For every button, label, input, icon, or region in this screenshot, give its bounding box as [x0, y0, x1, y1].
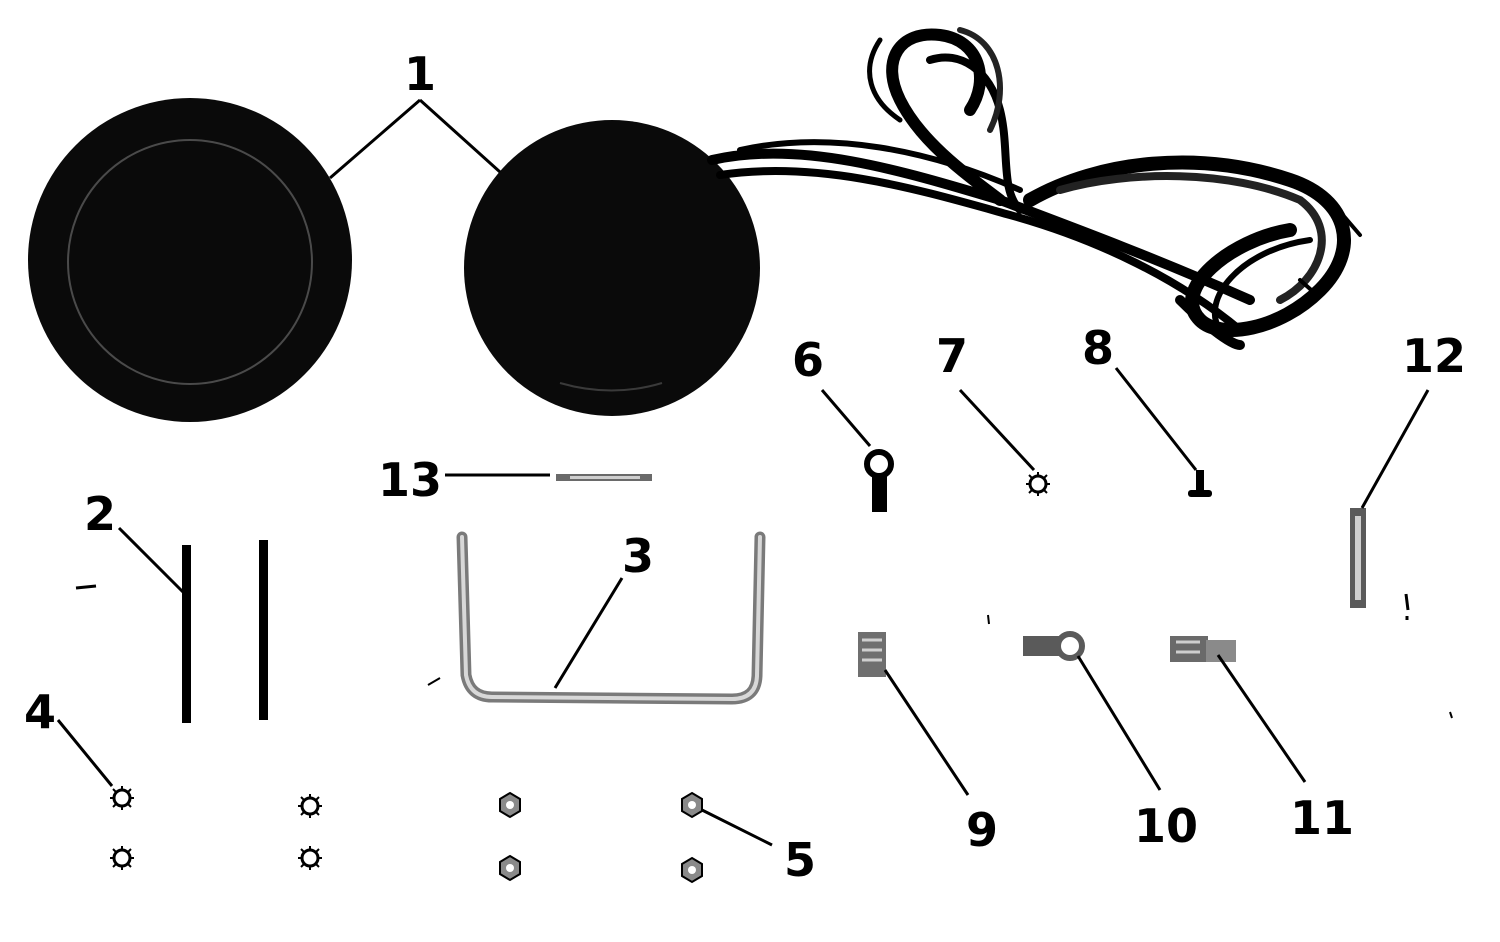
ring-terminal — [864, 449, 894, 512]
screw — [1188, 470, 1212, 497]
callout-9: 9 — [966, 803, 998, 857]
speaker-left — [28, 98, 352, 422]
rod-right — [259, 540, 268, 720]
callout-12: 12 — [1402, 329, 1466, 383]
callout-8: 8 — [1082, 321, 1114, 375]
pin-13 — [556, 474, 652, 481]
callout-1: 1 — [404, 47, 436, 101]
callout-3: 3 — [622, 529, 654, 583]
callout-4: 4 — [24, 685, 56, 739]
callout-2: 2 — [84, 487, 116, 541]
speaker-wire-bundle — [707, 27, 1362, 350]
callout-labels: 1 2 3 4 5 6 7 8 9 10 11 12 13 — [24, 47, 1466, 887]
speaker-right — [464, 120, 760, 416]
callout-11: 11 — [1290, 791, 1354, 845]
star-washers — [110, 786, 322, 870]
u-bracket — [456, 531, 766, 705]
rod-left — [182, 545, 191, 723]
lock-washer — [1026, 472, 1050, 496]
callout-7: 7 — [936, 329, 968, 383]
spade-terminal — [1023, 631, 1085, 661]
leader-lines — [56, 98, 1430, 847]
callout-6: 6 — [792, 333, 824, 387]
hex-nuts — [499, 791, 703, 884]
quick-disconnect — [1170, 636, 1236, 662]
callout-10: 10 — [1134, 799, 1198, 853]
butt-connector — [858, 632, 886, 677]
fuse-tube — [1350, 508, 1366, 608]
callout-13: 13 — [378, 453, 442, 507]
callout-5: 5 — [784, 833, 816, 887]
